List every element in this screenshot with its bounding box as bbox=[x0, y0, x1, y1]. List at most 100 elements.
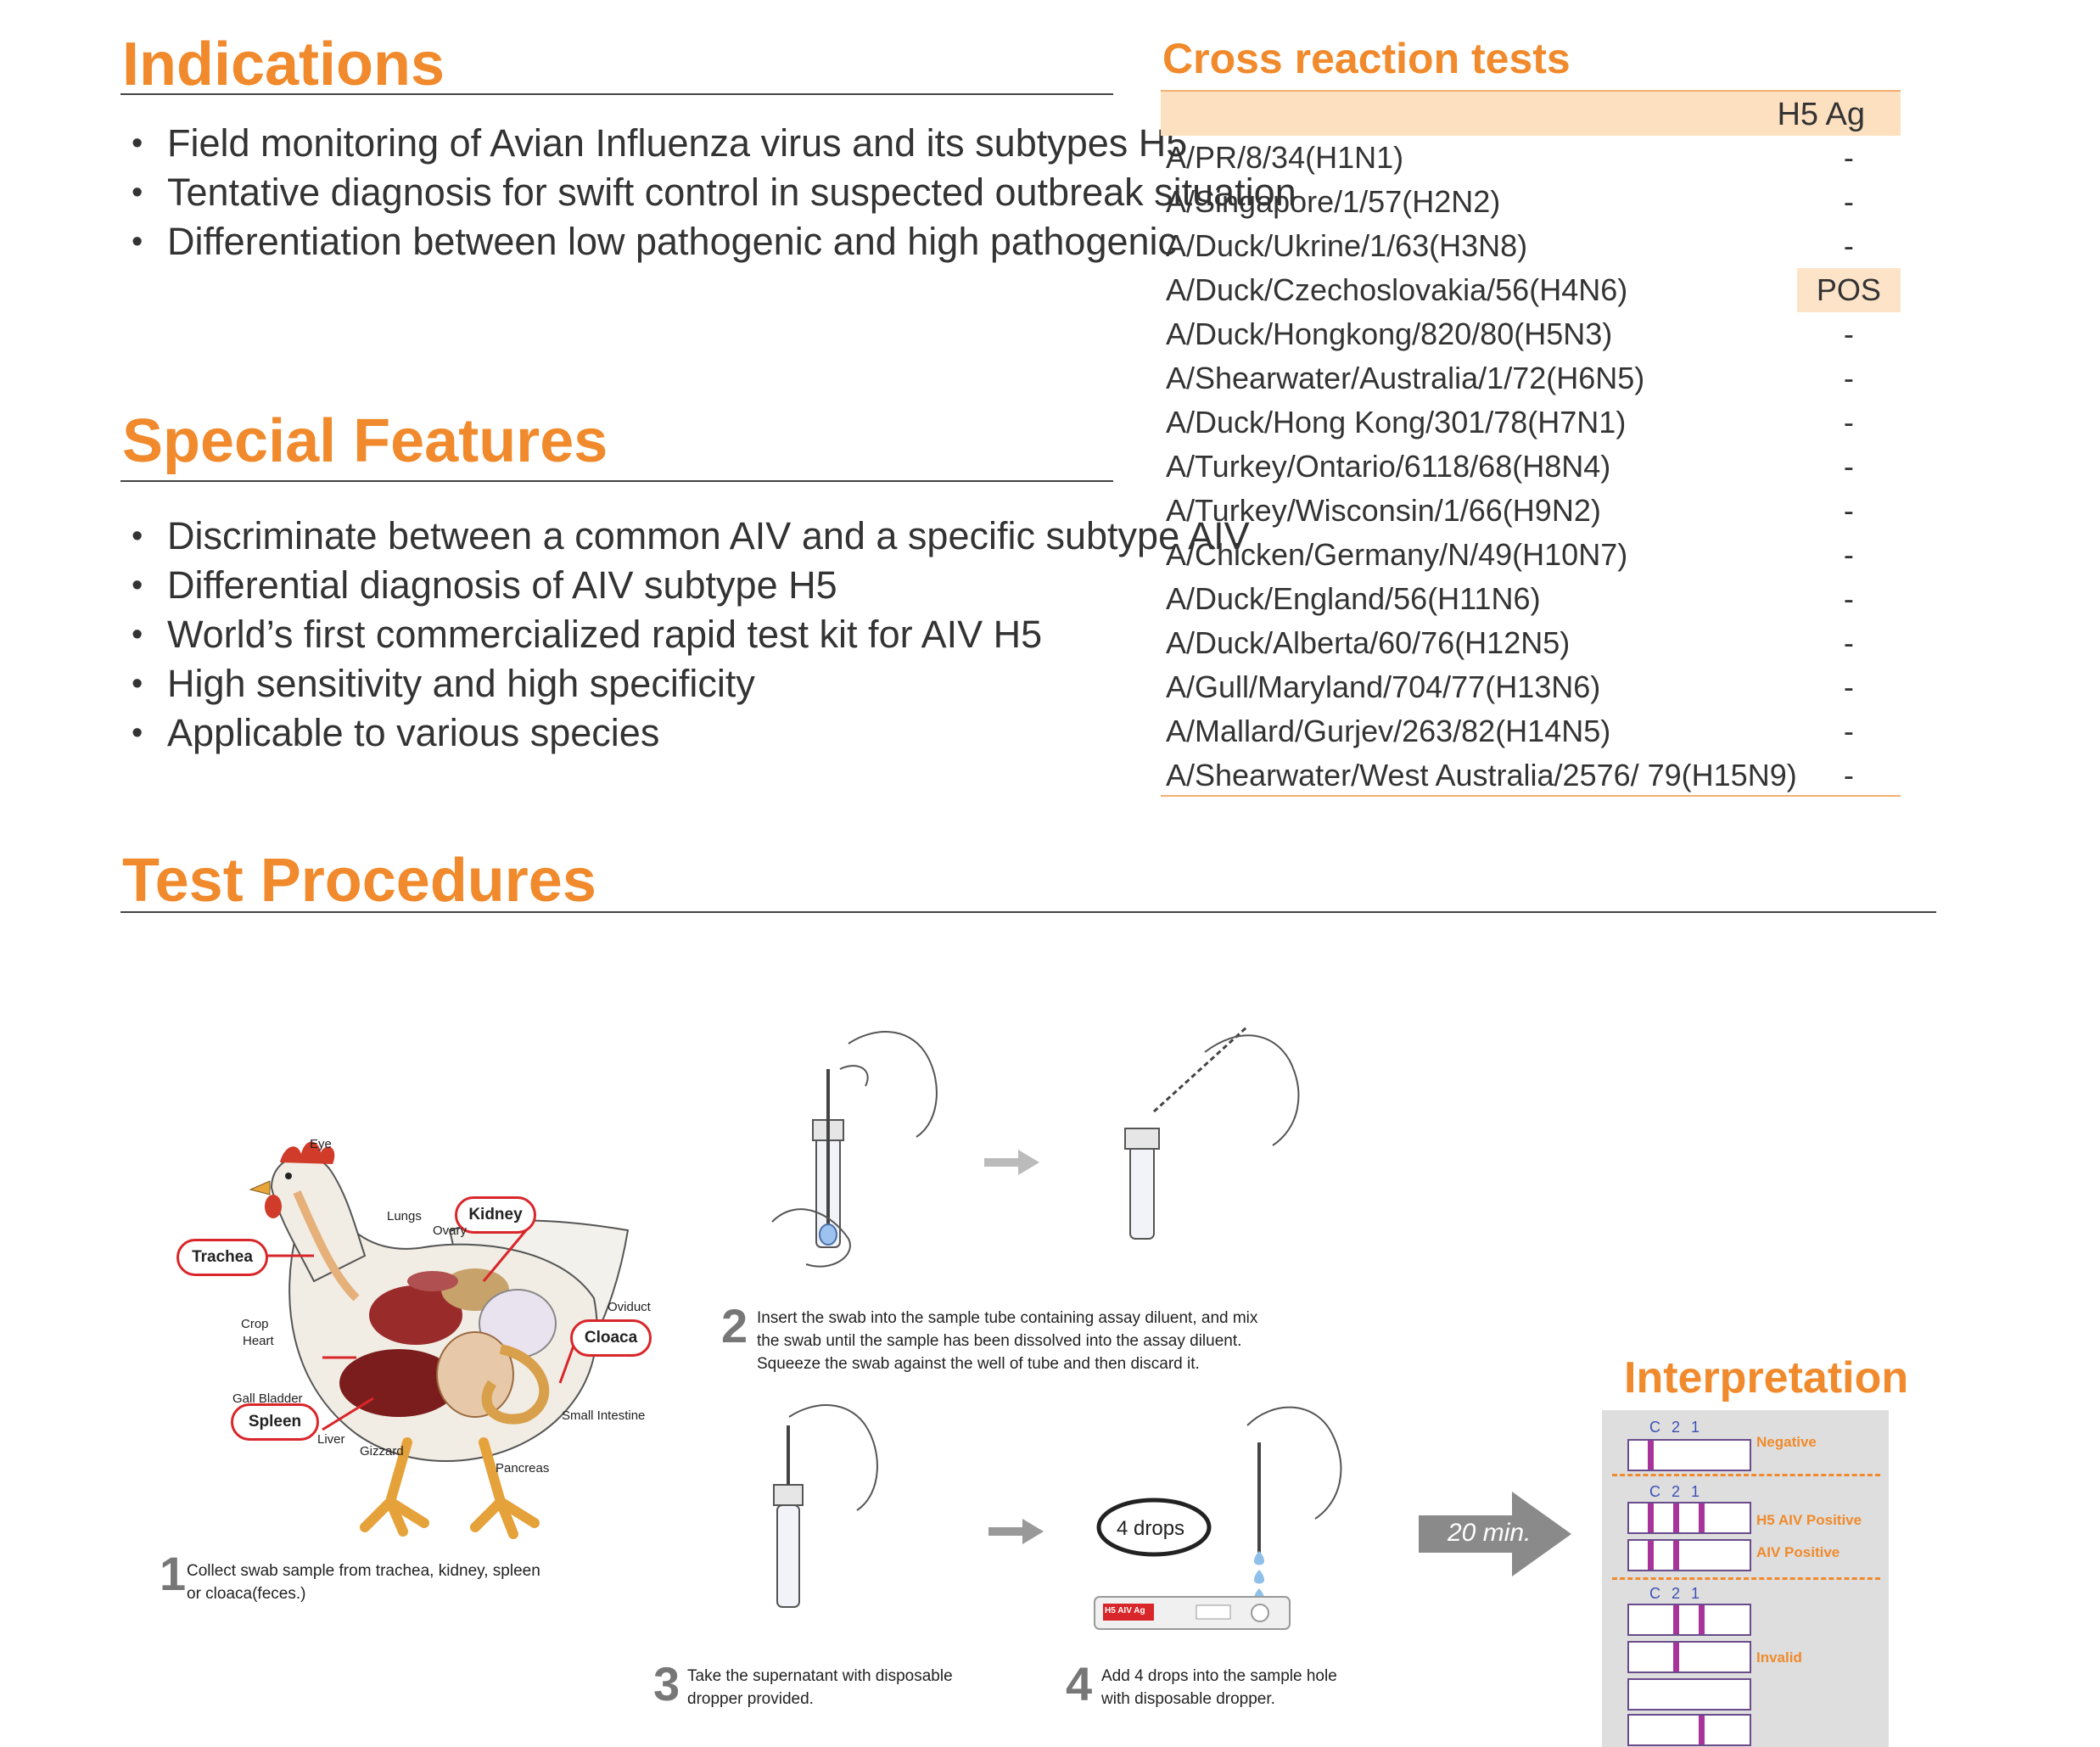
time-label: 20 min. bbox=[1448, 1519, 1532, 1547]
label-gall-bladder: Gall Bladder bbox=[232, 1391, 303, 1406]
cross-header-label: H5 Ag bbox=[1777, 97, 1865, 132]
step-1-number: 1 bbox=[160, 1547, 187, 1600]
features-title: Special Features bbox=[122, 407, 608, 475]
result-cell: - bbox=[1843, 669, 1854, 704]
strip-invalid-2 bbox=[1627, 1641, 1751, 1673]
strain-cell: A/Duck/Hongkong/820/80(H5N3) bbox=[1166, 316, 1613, 351]
table-row: A/Mallard/Gurjev/263/82(H14N5)- bbox=[1166, 709, 1901, 753]
table-row: A/Turkey/Ontario/6118/68(H8N4)- bbox=[1166, 445, 1901, 489]
result-cell: POS bbox=[1796, 268, 1901, 312]
table-row: A/Duck/Alberta/60/76(H12N5)- bbox=[1166, 621, 1901, 665]
label-liver: Liver bbox=[317, 1432, 345, 1447]
label-small-intestine: Small Intestine bbox=[562, 1408, 646, 1423]
strain-cell: A/PR/8/34(H1N1) bbox=[1166, 140, 1404, 175]
result-cell: - bbox=[1843, 758, 1854, 792]
label-h5-positive: H5 AIV Positive bbox=[1756, 1512, 1862, 1528]
strip-invalid-1 bbox=[1627, 1604, 1751, 1636]
label-aiv-positive: AIV Positive bbox=[1756, 1544, 1840, 1560]
cross-header-bar: H5 Ag bbox=[1161, 90, 1901, 136]
features-rule bbox=[120, 480, 1113, 482]
indications-title: Indications bbox=[122, 31, 445, 98]
step-3-line: Take the supernatant with disposable bbox=[687, 1667, 953, 1685]
list-item: Applicable to various species bbox=[123, 708, 1250, 758]
cross-title: Cross reaction tests bbox=[1162, 35, 1571, 82]
label-pancreas: Pancreas bbox=[496, 1461, 550, 1475]
test-band-2 bbox=[1673, 1643, 1679, 1671]
table-row: A/PR/8/34(H1N1) - bbox=[1166, 136, 1901, 180]
result-cell: - bbox=[1843, 449, 1854, 484]
result-cell: - bbox=[1843, 714, 1854, 748]
interpretation-title: Interpretation bbox=[1624, 1353, 1909, 1403]
label-eye: Eye bbox=[310, 1137, 332, 1151]
test-band-2 bbox=[1673, 1541, 1679, 1570]
test-band-1 bbox=[1699, 1716, 1705, 1744]
strip-markers: C21 bbox=[1649, 1419, 1711, 1436]
table-row: A/Singapore/1/57(H2N2) - bbox=[1166, 180, 1901, 224]
step-4-text: Add 4 drops into the sample hole with di… bbox=[1101, 1665, 1337, 1711]
strip-markers: C21 bbox=[1649, 1483, 1711, 1500]
indications-list: Field monitoring of Avian Influenza viru… bbox=[123, 119, 1296, 266]
divider bbox=[1612, 1577, 1880, 1580]
result-cell: - bbox=[1843, 140, 1854, 175]
label-trachea: Trachea bbox=[176, 1239, 268, 1276]
time-arrow-icon bbox=[1419, 1492, 1571, 1576]
cross-bottom-rule bbox=[1161, 795, 1901, 797]
step-3-number: 3 bbox=[653, 1657, 680, 1711]
test-band-2 bbox=[1673, 1503, 1679, 1532]
result-cell: - bbox=[1843, 493, 1854, 528]
step-2-number: 2 bbox=[721, 1299, 748, 1352]
result-cell: - bbox=[1843, 405, 1854, 440]
label-negative: Negative bbox=[1756, 1434, 1817, 1450]
drops-label: 4 drops bbox=[1117, 1517, 1185, 1540]
test-band-2 bbox=[1673, 1605, 1679, 1634]
list-item: Differential diagnosis of AIV subtype H5 bbox=[123, 561, 1250, 610]
step-3-line: dropper provided. bbox=[687, 1690, 814, 1708]
label-heart: Heart bbox=[243, 1334, 274, 1348]
table-row: A/Duck/Czechoslovakia/56(H4N6)POS bbox=[1166, 268, 1901, 312]
table-row: A/Duck/Hong Kong/301/78(H7N1)- bbox=[1166, 400, 1901, 445]
label-kidney: Kidney bbox=[455, 1196, 536, 1234]
label-invalid: Invalid bbox=[1756, 1649, 1802, 1666]
table-row: A/Shearwater/West Australia/2576/ 79(H15… bbox=[1166, 753, 1901, 798]
device-label: H5 AIV Ag bbox=[1105, 1606, 1145, 1615]
label-lungs: Lungs bbox=[387, 1209, 422, 1223]
result-cell: - bbox=[1843, 361, 1854, 395]
strain-cell: A/Chicken/Germany/N/49(H10N7) bbox=[1166, 537, 1628, 572]
strip-invalid-4 bbox=[1627, 1714, 1751, 1746]
label-spleen: Spleen bbox=[231, 1403, 319, 1441]
result-cell: - bbox=[1843, 537, 1854, 572]
dropper-illustration bbox=[773, 1404, 1342, 1630]
test-band-1 bbox=[1699, 1503, 1705, 1532]
label-ovary: Ovary bbox=[433, 1223, 468, 1238]
step-1-text: Collect swab sample from trachea, kidney… bbox=[187, 1559, 540, 1605]
strain-cell: A/Duck/England/56(H11N6) bbox=[1166, 581, 1541, 616]
swab-insertion-illustration bbox=[771, 1025, 1300, 1268]
result-cell: - bbox=[1843, 228, 1854, 263]
list-item: Differentiation between low pathogenic a… bbox=[123, 217, 1296, 266]
control-band bbox=[1648, 1441, 1654, 1470]
divider bbox=[1612, 1474, 1880, 1476]
strain-cell: A/Duck/Alberta/60/76(H12N5) bbox=[1166, 625, 1571, 660]
features-list: Discriminate between a common AIV and a … bbox=[123, 512, 1250, 758]
step-2-line: Insert the swab into the sample tube con… bbox=[757, 1309, 1258, 1327]
result-cell: - bbox=[1843, 184, 1854, 219]
table-row: A/Gull/Maryland/704/77(H13N6) - bbox=[1166, 665, 1901, 709]
label-oviduct: Oviduct bbox=[608, 1300, 651, 1314]
strip-aiv-positive bbox=[1627, 1539, 1751, 1571]
table-row: A/Duck/England/56(H11N6) - bbox=[1166, 577, 1901, 621]
step-1-line: or cloaca(feces.) bbox=[187, 1585, 306, 1603]
procedures-title: Test Procedures bbox=[122, 847, 596, 915]
step-3-text: Take the supernatant with disposable dro… bbox=[687, 1665, 953, 1711]
list-item: High sensitivity and high specificity bbox=[123, 659, 1250, 708]
indications-rule bbox=[120, 93, 1113, 95]
result-cell: - bbox=[1843, 581, 1854, 616]
strain-cell: A/Singapore/1/57(H2N2) bbox=[1166, 184, 1501, 219]
table-row: A/Chicken/Germany/N/49(H10N7) - bbox=[1166, 533, 1901, 577]
list-item: Tentative diagnosis for swift control in… bbox=[123, 168, 1296, 217]
strain-cell: A/Gull/Maryland/704/77(H13N6) bbox=[1166, 669, 1601, 704]
strip-invalid-3 bbox=[1627, 1678, 1751, 1711]
procedures-rule bbox=[120, 911, 1936, 913]
chicken-anatomy-illustration bbox=[221, 1141, 630, 1539]
table-row: A/Turkey/Wisconsin/1/66(H9N2)- bbox=[1166, 489, 1901, 533]
strip-h5-positive bbox=[1627, 1502, 1751, 1534]
